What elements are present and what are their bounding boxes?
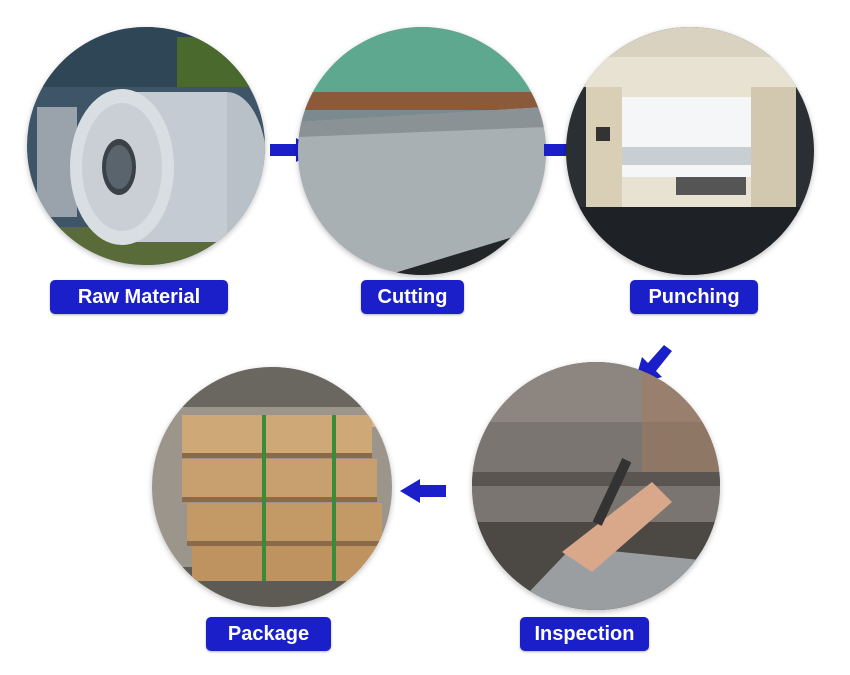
inspection-photo (472, 362, 720, 610)
roller-inspection-photo-icon (472, 362, 720, 610)
cutting-photo (298, 27, 546, 275)
steel-coil-photo-icon (27, 27, 265, 265)
package-label: Package (206, 617, 331, 651)
steel-sheet-cutting-photo-icon (298, 27, 546, 275)
inspection-label: Inspection (520, 617, 649, 651)
packaged-pallets-photo-icon (152, 367, 392, 607)
package-photo (152, 367, 392, 607)
punching-photo (566, 27, 814, 275)
arrow-left-icon (400, 479, 446, 503)
raw-material-label: Raw Material (50, 280, 228, 314)
cutting-label: Cutting (361, 280, 464, 314)
raw-material-photo (27, 27, 265, 265)
punching-machine-photo-icon (566, 27, 814, 275)
punching-label: Punching (630, 280, 758, 314)
